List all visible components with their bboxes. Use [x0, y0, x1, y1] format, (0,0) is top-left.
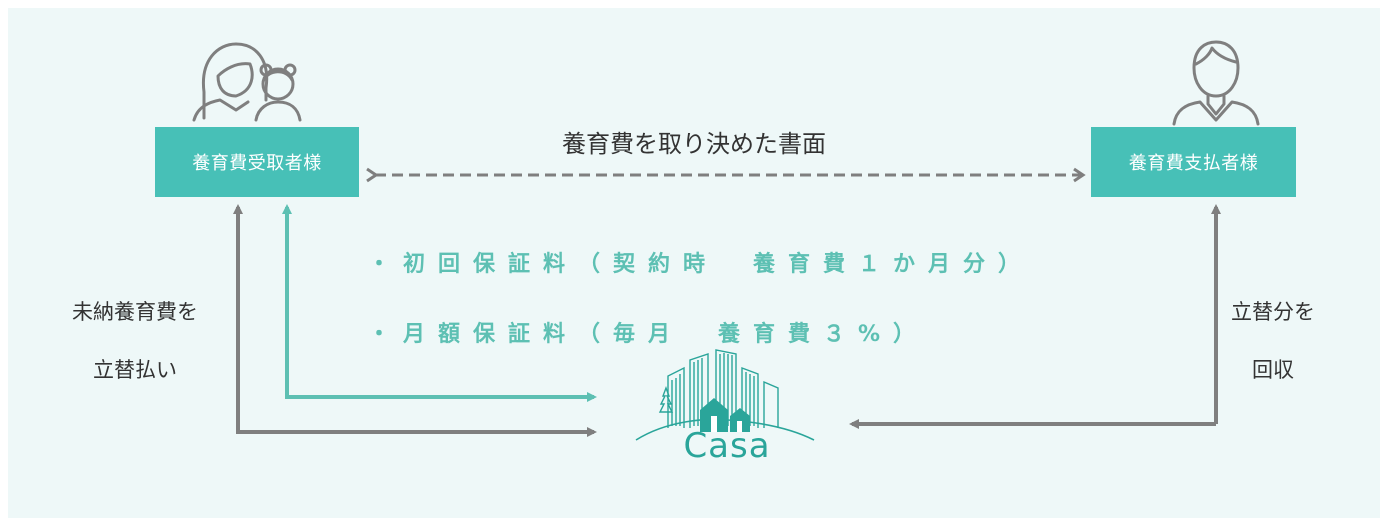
initial-guarantee-fee-text: ・初回保証料（契約時 養育費１か月分）: [368, 252, 1034, 277]
fee-arrow-to-receiver: [282, 204, 594, 399]
receiver-box-label: 養育費受取者様: [192, 153, 322, 174]
collection-text: 立替分を 回収: [1208, 283, 1338, 399]
casa-logo-text: Casa: [683, 426, 771, 466]
casa-buildings-logo-icon: [635, 349, 815, 441]
advance-payment-line-2: 立替払い: [93, 358, 177, 382]
monthly-guarantee-fee-text: ・月額保証料（毎月 養育費３%）: [368, 322, 929, 347]
payer-box-label: 養育費支払者様: [1128, 153, 1259, 174]
collection-line-2: 回収: [1252, 358, 1294, 382]
document-label: 養育費を取り決めた書面: [562, 130, 826, 158]
advance-payment-text: 未納養育費を 立替払い: [45, 283, 225, 399]
collection-line-1: 立替分を: [1231, 300, 1315, 324]
man-icon: [1172, 40, 1260, 126]
receiver-box: 養育費受取者様: [155, 127, 359, 197]
mother-child-icon: [192, 42, 302, 122]
payer-box: 養育費支払者様: [1091, 127, 1296, 197]
advance-payment-line-1: 未納養育費を: [72, 300, 198, 324]
